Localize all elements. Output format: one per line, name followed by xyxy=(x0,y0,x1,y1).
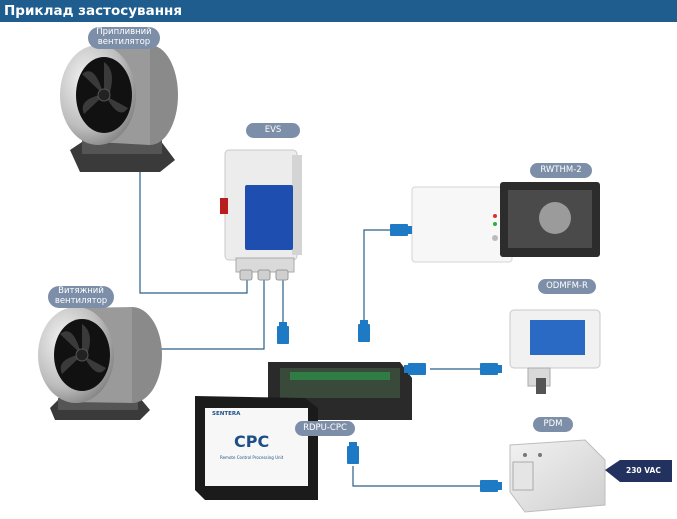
connectors xyxy=(277,224,502,492)
cpc-brand-logo: SENTERA xyxy=(212,411,241,417)
label-exhaust-fan: Витяжний вентилятор xyxy=(48,286,114,308)
rj45-connector-icon xyxy=(404,363,426,375)
cable-rdpu-to-pdm xyxy=(352,466,480,487)
cables xyxy=(139,168,480,487)
cable-exhaust-fan-to-evs xyxy=(160,280,265,350)
rj45-connector-icon xyxy=(347,442,359,464)
evs-switch-icon xyxy=(220,198,228,214)
label-supply-fan: Припливний вентилятор xyxy=(88,27,160,49)
cpc-title: CPC xyxy=(234,432,270,451)
evs-device xyxy=(220,149,302,281)
rj45-connector-icon xyxy=(277,322,289,344)
pdm-device xyxy=(509,439,606,513)
cable-rwthm-to-rdpu xyxy=(363,229,390,324)
cpc-subtitle: Remote Control Processing Unit xyxy=(220,455,284,460)
exhaust-fan-blades-icon xyxy=(60,324,106,374)
label-odmfm: ODMFM-R xyxy=(538,279,596,294)
label-evs: EVS xyxy=(246,123,300,138)
label-pdm: PDM xyxy=(533,417,573,432)
odmfm-device xyxy=(509,309,601,394)
rj45-connector-icon xyxy=(480,480,502,492)
rj45-connector-icon xyxy=(358,320,370,342)
label-rdpu: RDPU-CPC xyxy=(295,421,355,436)
page-title: Приклад застосування xyxy=(0,0,677,22)
rwthm-device xyxy=(411,182,600,263)
rj45-connector-icon xyxy=(390,224,412,236)
exhaust-fan xyxy=(38,307,162,420)
label-rwthm: RWTHM-2 xyxy=(530,163,592,178)
supply-fan xyxy=(60,45,178,172)
cpc-device xyxy=(195,396,318,500)
power-arrow-icon xyxy=(605,460,672,482)
rj45-connector-icon xyxy=(480,363,502,375)
supply-fan-blades-icon xyxy=(82,62,128,114)
power-voltage-label: 230 VAC xyxy=(626,466,661,475)
cable-supply-fan-to-evs xyxy=(139,168,248,294)
